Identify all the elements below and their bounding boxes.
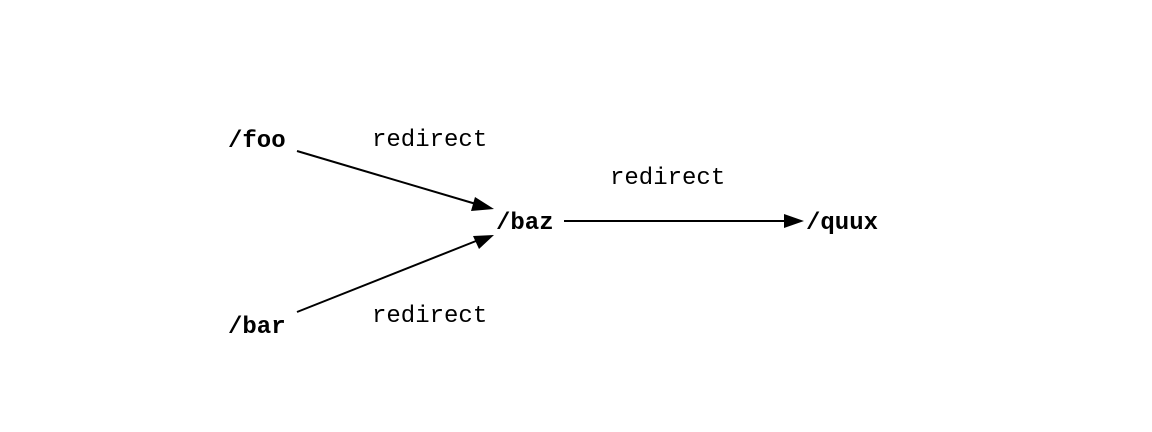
edge-line-bar-baz: [296, 240, 477, 313]
node-foo: /foo: [228, 128, 286, 155]
edge-baz-to-quux: redirect: [564, 165, 804, 228]
node-bar: /bar: [228, 314, 286, 341]
edge-foo-to-baz: redirect: [296, 127, 494, 211]
arrowhead-bar-baz: [473, 235, 494, 249]
edge-label-foo-baz: redirect: [372, 127, 487, 154]
edge-bar-to-baz: redirect: [296, 235, 494, 330]
arrowhead-foo-baz: [471, 197, 494, 211]
edge-label-baz-quux: redirect: [610, 165, 725, 192]
edge-line-foo-baz: [296, 150, 477, 205]
node-quux: /quux: [806, 210, 878, 237]
node-baz: /baz: [496, 210, 554, 237]
edge-label-bar-baz: redirect: [372, 303, 487, 330]
arrowhead-baz-quux: [784, 214, 804, 228]
